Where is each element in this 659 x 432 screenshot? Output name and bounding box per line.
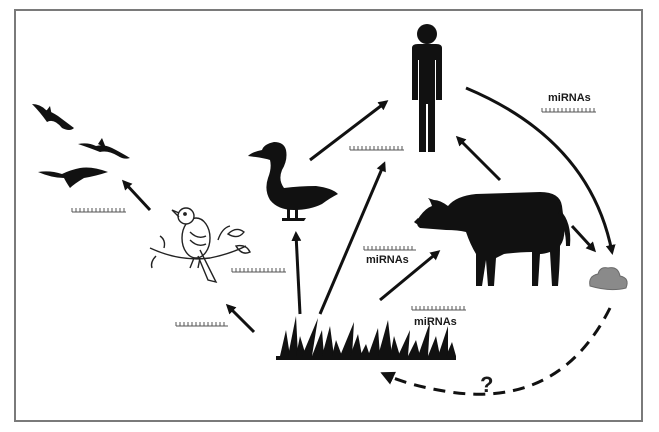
arrow-cow-to-feces (572, 226, 594, 250)
feces-icon (590, 268, 627, 290)
human-icon (412, 24, 442, 152)
mirna-label-middle: miRNAs (366, 254, 409, 266)
birds-flock-icon (32, 104, 130, 188)
mirna-strand-duck (350, 146, 404, 150)
arrow-duck-to-human (310, 102, 386, 160)
mirna-strand-grass-left (176, 322, 228, 326)
mirna-strand-birds (72, 208, 126, 212)
arrow-cow-to-human (458, 138, 500, 180)
mirna-label-bottom: miRNAs (414, 316, 457, 328)
mirna-strand-human (542, 108, 596, 112)
arrow-grass-to-songbird (228, 306, 254, 332)
cow-icon (414, 192, 570, 286)
mirna-strand-songbird (232, 268, 286, 272)
question-mark: ? (480, 372, 493, 398)
duck-icon (248, 142, 338, 221)
arrow-songbird-to-birds (124, 182, 150, 210)
mirna-strand-cow-lower (412, 306, 466, 310)
songbird-icon (150, 208, 250, 282)
mirna-label-top: miRNAs (548, 92, 591, 104)
mirna-strand-middle (364, 246, 416, 250)
arrow-grass-to-duck (296, 234, 300, 314)
arrow-grass-to-human (320, 164, 384, 314)
